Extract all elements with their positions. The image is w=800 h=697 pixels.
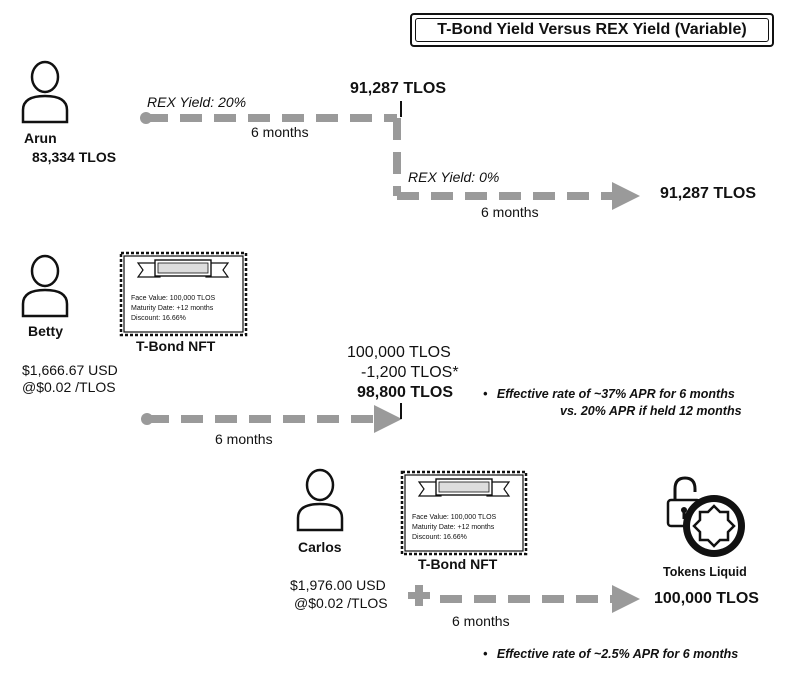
carlos-liquid-amount: 100,000 TLOS	[654, 590, 759, 607]
carlos-nft-details: Face Value: 100,000 TLOS Maturity Date: …	[412, 513, 496, 543]
betty-fee-amount: -1,200 TLOS*	[361, 364, 459, 381]
arun-mid-amount: 91,287 TLOS	[350, 80, 447, 97]
betty-note-2: vs. 20% APR if held 12 months	[560, 404, 742, 418]
betty-nft-details: Face Value: 100,000 TLOS Maturity Date: …	[131, 294, 215, 324]
t-bond-certificate-icon-carlos	[400, 470, 528, 556]
carlos-nft-maturity: Maturity Date: +12 months	[412, 524, 495, 531]
arun-period-1: 6 months	[251, 124, 309, 140]
carlos-name: Carlos	[298, 539, 342, 555]
carlos-rate: @$0.02 /TLOS	[294, 595, 388, 611]
bullet: •	[483, 387, 488, 401]
diagram-title: T-Bond Yield Versus REX Yield (Variable)	[437, 21, 747, 38]
diagram-title-box: T-Bond Yield Versus REX Yield (Variable)	[410, 13, 774, 47]
person-icon-arun	[21, 60, 69, 124]
title-inner-border	[415, 18, 769, 42]
betty-nft-discount: Discount: 16.66%	[131, 315, 186, 322]
carlos-usd: $1,976.00 USD	[290, 577, 386, 593]
telos-token-icon	[683, 495, 745, 557]
betty-nft-face-value: Face Value: 100,000 TLOS	[131, 295, 216, 302]
betty-note-1: • Effective rate of ~37% APR for 6 month…	[483, 387, 735, 401]
arun-amount: 83,334 TLOS	[32, 149, 117, 165]
betty-usd: $1,666.67 USD	[22, 362, 118, 378]
person-icon-betty	[21, 254, 69, 318]
carlos-nft-discount: Discount: 16.66%	[412, 534, 467, 541]
betty-name: Betty	[28, 323, 64, 339]
bullet: •	[483, 647, 488, 661]
arun-period-2: 6 months	[481, 204, 539, 220]
person-icon-carlos	[296, 468, 344, 532]
t-bond-certificate-icon-betty	[119, 251, 248, 337]
carlos-note: • Effective rate of ~2.5% APR for 6 mont…	[483, 647, 738, 661]
carlos-note-text: Effective rate of ~2.5% APR for 6 months	[496, 647, 739, 661]
betty-nft-maturity: Maturity Date: +12 months	[131, 305, 214, 312]
betty-flow-arrow	[141, 403, 402, 433]
betty-rate: @$0.02 /TLOS	[22, 379, 116, 395]
betty-note-1-text: Effective rate of ~37% APR for 6 months	[496, 387, 735, 401]
arun-flow-arrow	[140, 101, 640, 210]
carlos-period: 6 months	[452, 613, 510, 629]
betty-face-amount: 100,000 TLOS	[347, 344, 451, 361]
betty-nft-label: T-Bond NFT	[136, 338, 216, 354]
betty-net-amount: 98,800 TLOS	[357, 384, 454, 401]
arun-end-amount: 91,287 TLOS	[660, 185, 757, 202]
carlos-nft-label: T-Bond NFT	[418, 556, 498, 572]
carlos-liquid-label: Tokens Liquid	[663, 565, 747, 579]
arun-rex-yield-2: REX Yield: 0%	[408, 169, 500, 185]
carlos-nft-face-value: Face Value: 100,000 TLOS	[412, 514, 497, 521]
betty-period: 6 months	[215, 431, 273, 447]
carlos-flow-arrow	[408, 585, 640, 613]
arun-rex-yield-1: REX Yield: 20%	[147, 94, 247, 110]
arun-name: Arun	[24, 130, 57, 146]
